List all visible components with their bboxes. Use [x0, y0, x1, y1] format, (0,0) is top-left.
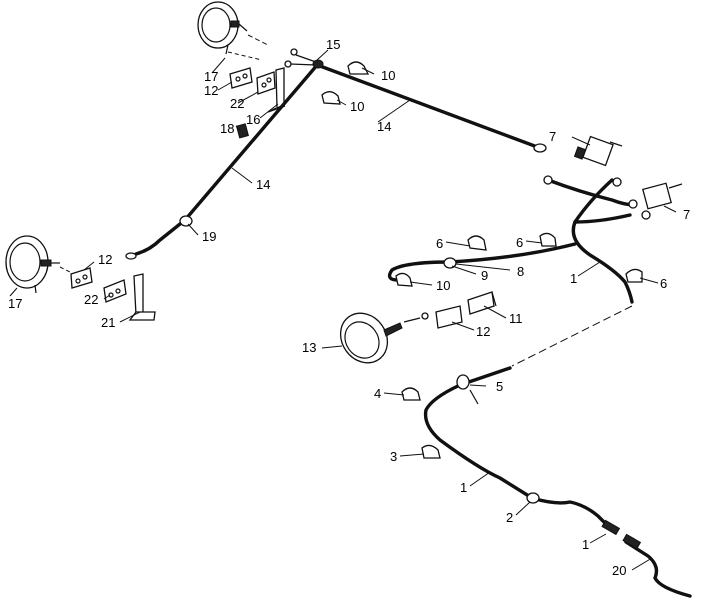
callout-1-b: 1	[460, 480, 467, 495]
callout-9: 9	[481, 268, 488, 283]
callout-6-b: 6	[516, 235, 523, 250]
callout-17-b: 17	[8, 296, 22, 311]
callout-10-b: 10	[350, 99, 364, 114]
callout-20: 20	[612, 563, 626, 578]
harness-1-upper	[571, 178, 634, 304]
callout-1-a: 1	[570, 271, 577, 286]
toggle-switch-top	[573, 135, 623, 167]
callout-12-b: 12	[98, 252, 112, 267]
callout-5: 5	[496, 379, 503, 394]
clip-6-a	[467, 235, 487, 251]
callout-21: 21	[101, 315, 115, 330]
callout-12-c: 12	[476, 324, 490, 339]
headlight-13	[339, 312, 429, 364]
harness-8	[387, 242, 577, 282]
callout-14-b: 14	[256, 177, 270, 192]
callout-10-a: 10	[381, 68, 395, 83]
callout-12-a: 12	[204, 83, 218, 98]
harness-14-left	[134, 62, 320, 256]
callout-7-b: 7	[683, 207, 690, 222]
callout-15: 15	[326, 37, 340, 52]
callout-1-c: 1	[582, 537, 589, 552]
headlight-top	[197, 1, 269, 61]
callout-2: 2	[506, 510, 513, 525]
clip-6-c	[625, 268, 643, 283]
callout-labels: 15 10 10 14 7 17 12 22 16 18 14 19 12 22…	[8, 37, 690, 578]
harness-20	[624, 540, 692, 598]
callout-11: 11	[509, 311, 523, 326]
callout-14-a: 14	[377, 119, 391, 134]
harness-1-lower	[423, 366, 614, 532]
headlight-left	[5, 235, 71, 294]
callout-19: 19	[202, 229, 216, 244]
callout-18: 18	[220, 121, 234, 136]
harness-14-right	[318, 64, 542, 150]
clip-6-b	[539, 232, 557, 247]
bracket-group-top	[229, 67, 286, 139]
callout-3: 3	[390, 449, 397, 464]
callout-4: 4	[374, 386, 381, 401]
bracket-11	[467, 291, 495, 315]
callout-6-a: 6	[436, 236, 443, 251]
callout-6-c: 6	[660, 276, 667, 291]
callout-22-b: 22	[84, 292, 98, 307]
callout-17-a: 17	[204, 69, 218, 84]
dashed-link	[511, 305, 633, 367]
callout-10-c: 10	[436, 278, 450, 293]
callout-13: 13	[302, 340, 316, 355]
toggle-switch-lower	[642, 182, 683, 210]
bracket-12-mid	[435, 305, 463, 329]
callout-22-a: 22	[230, 96, 244, 111]
clip-10-top	[321, 61, 370, 105]
bracket-group-left	[70, 267, 156, 321]
callout-8: 8	[517, 264, 524, 279]
callout-16: 16	[246, 112, 260, 127]
callout-7-a: 7	[549, 129, 556, 144]
leader-lines	[9, 49, 677, 571]
